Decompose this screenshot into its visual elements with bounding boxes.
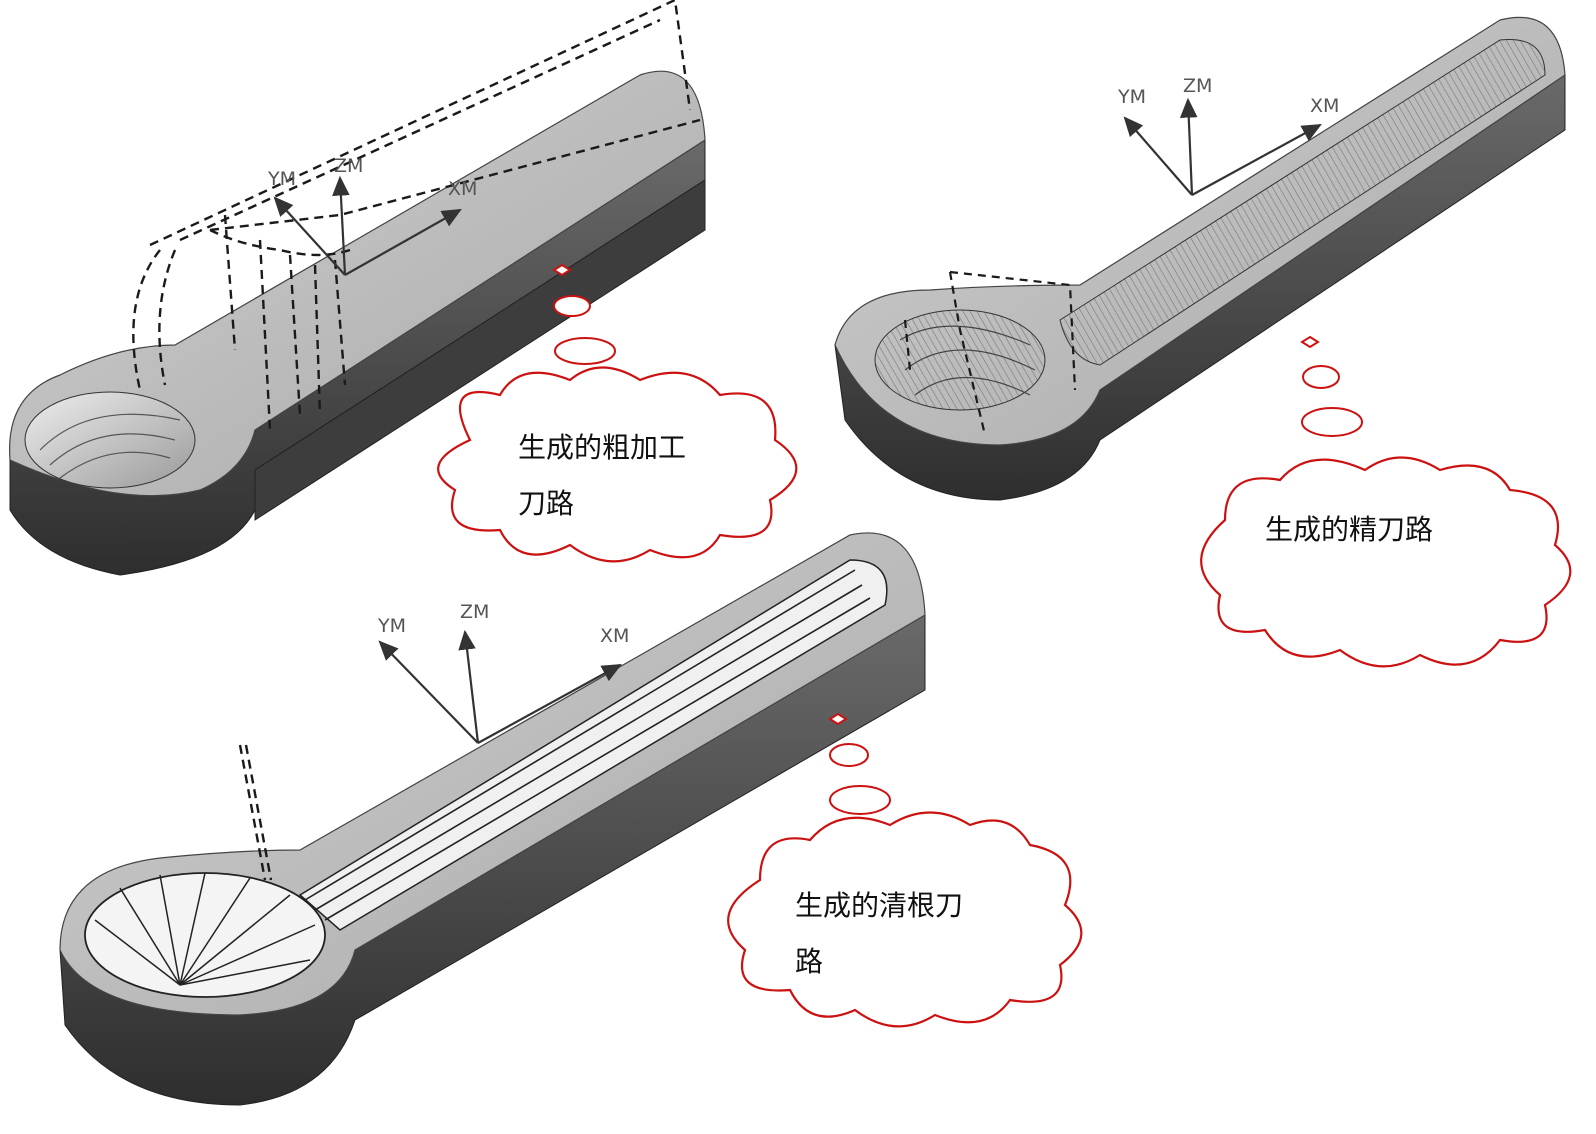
callout-rough-line2: 刀路 [518,487,575,520]
cleanup-toolpath-plunge [238,744,273,881]
callout-text-finish: 生成的精刀路 [1265,502,1433,558]
axis-label-ym: YM [267,168,296,190]
bowl-cavity [84,872,326,998]
callout-cleanup-line2: 路 [795,945,824,978]
bowl-contours [39,413,181,479]
rough-toolpath [132,0,701,431]
cleanup-toolpath-bowl [94,872,316,986]
finish-toolpath-bowl [899,325,1036,396]
rough-machining-view: YM ZM XM [8,0,798,576]
finish-toolpath-retract [903,270,1077,436]
coordinate-axes-cleanup [378,629,622,744]
callout-trail-cleanup [828,712,891,815]
callout-trail-rough [552,263,616,365]
finish-toolpath-handle [1059,38,1546,366]
callout-trail-finish [1300,335,1363,437]
thought-cloud-rough [437,366,798,563]
coordinate-axes-finish [1123,97,1322,196]
axis-label-xm: XM [600,625,629,647]
callout-text-cleanup: 生成的清根刀 路 [795,878,963,990]
callout-cleanup-line1: 生成的清根刀 [795,889,964,922]
axis-label-ym: YM [1117,86,1146,108]
bowl-cavity [874,309,1046,411]
finish-machining-view: YM ZM XM [834,16,1572,668]
thought-cloud-cleanup [727,811,1083,1028]
axis-label-zm: ZM [1183,75,1212,97]
axis-label-xm: XM [1310,95,1339,117]
callout-rough-line1: 生成的粗加工 [518,431,687,464]
thought-cloud-finish [1200,456,1572,668]
cleanup-toolpath-lines [304,569,871,921]
coordinate-axes-rough [273,175,462,276]
axis-label-zm: ZM [334,155,363,177]
axis-label-xm: XM [448,178,477,200]
callout-finish-line1: 生成的精刀路 [1265,513,1434,546]
callout-text-rough: 生成的粗加工 刀路 [518,420,686,532]
axis-label-zm: ZM [460,601,489,623]
part-side-face-right [254,179,706,521]
part-top-face [8,70,706,497]
cleanup-machining-view: YM ZM XM [59,532,1083,1106]
axis-label-ym: YM [377,615,406,637]
